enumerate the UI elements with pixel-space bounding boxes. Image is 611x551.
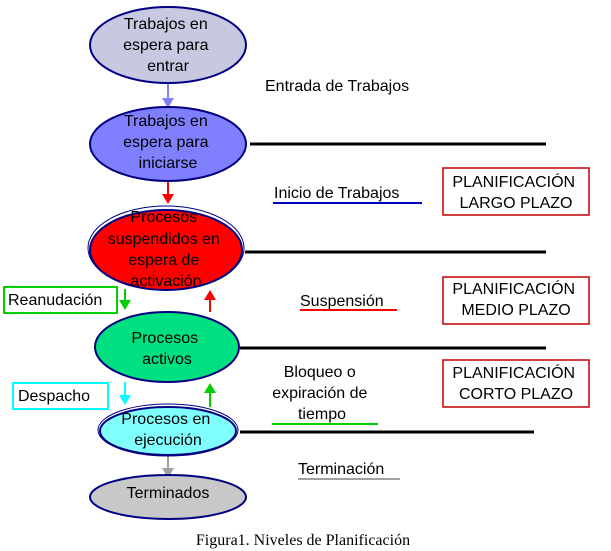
despacho-label: Despacho	[18, 388, 90, 405]
state-espera-iniciarse: Trabajos en espera para iniciarse	[89, 106, 247, 182]
state-espera-entrar-label: Trabajos en espera para entrar	[123, 16, 213, 75]
figure-caption: Figura1. Niveles de Planificación	[196, 532, 410, 549]
transition-bloqueo-label: Bloqueo o expiración de tiempo	[272, 364, 372, 423]
level-largo-plazo-label: PLANIFICACIÓN LARGO PLAZO	[452, 172, 579, 212]
level-largo-plazo: PLANIFICACIÓN LARGO PLAZO	[442, 167, 590, 216]
arrow-reanudacion	[119, 289, 131, 310]
arrow-suspension	[204, 290, 216, 312]
arrow-entrada	[162, 82, 174, 108]
state-espera-iniciarse-label: Trabajos en espera para iniciarse	[123, 113, 213, 172]
transition-inicio-label: Inicio de Trabajos	[274, 185, 399, 202]
state-activos: Procesos activos	[94, 311, 240, 383]
level-corto-plazo-label: PLANIFICACIÓN CORTO PLAZO	[452, 363, 579, 403]
level-medio-plazo-label: PLANIFICACIÓN MEDIO PLAZO	[452, 279, 579, 319]
state-ejecucion-label: Procesos en ejecución	[121, 411, 214, 449]
despacho-box	[12, 382, 109, 410]
transition-entrada-label: Entrada de Trabajos	[265, 78, 409, 95]
arrow-terminacion	[162, 456, 174, 478]
arrow-inicio	[162, 181, 174, 204]
reanudacion-box	[3, 286, 118, 314]
level-corto-plazo: PLANIFICACIÓN CORTO PLAZO	[442, 359, 590, 408]
level-medio-plazo: PLANIFICACIÓN MEDIO PLAZO	[442, 276, 590, 325]
transition-terminacion-label: Terminación	[298, 461, 384, 478]
transition-suspension-label: Suspensión	[300, 293, 384, 310]
state-suspendidos: Procesos suspendidos en espera de activa…	[87, 205, 245, 291]
state-suspendidos-label: Procesos suspendidos en espera de activa…	[108, 209, 225, 290]
state-terminados-label: Terminados	[127, 485, 210, 502]
reanudacion-label: Reanudación	[8, 292, 102, 309]
state-ejecucion: Procesos en ejecución	[97, 403, 239, 457]
state-espera-entrar: Trabajos en espera para entrar	[89, 6, 247, 84]
state-activos-label: Procesos activos	[131, 330, 202, 368]
arrow-bloqueo	[204, 383, 216, 407]
arrow-despacho	[119, 382, 131, 405]
state-terminados: Terminados	[89, 474, 247, 520]
